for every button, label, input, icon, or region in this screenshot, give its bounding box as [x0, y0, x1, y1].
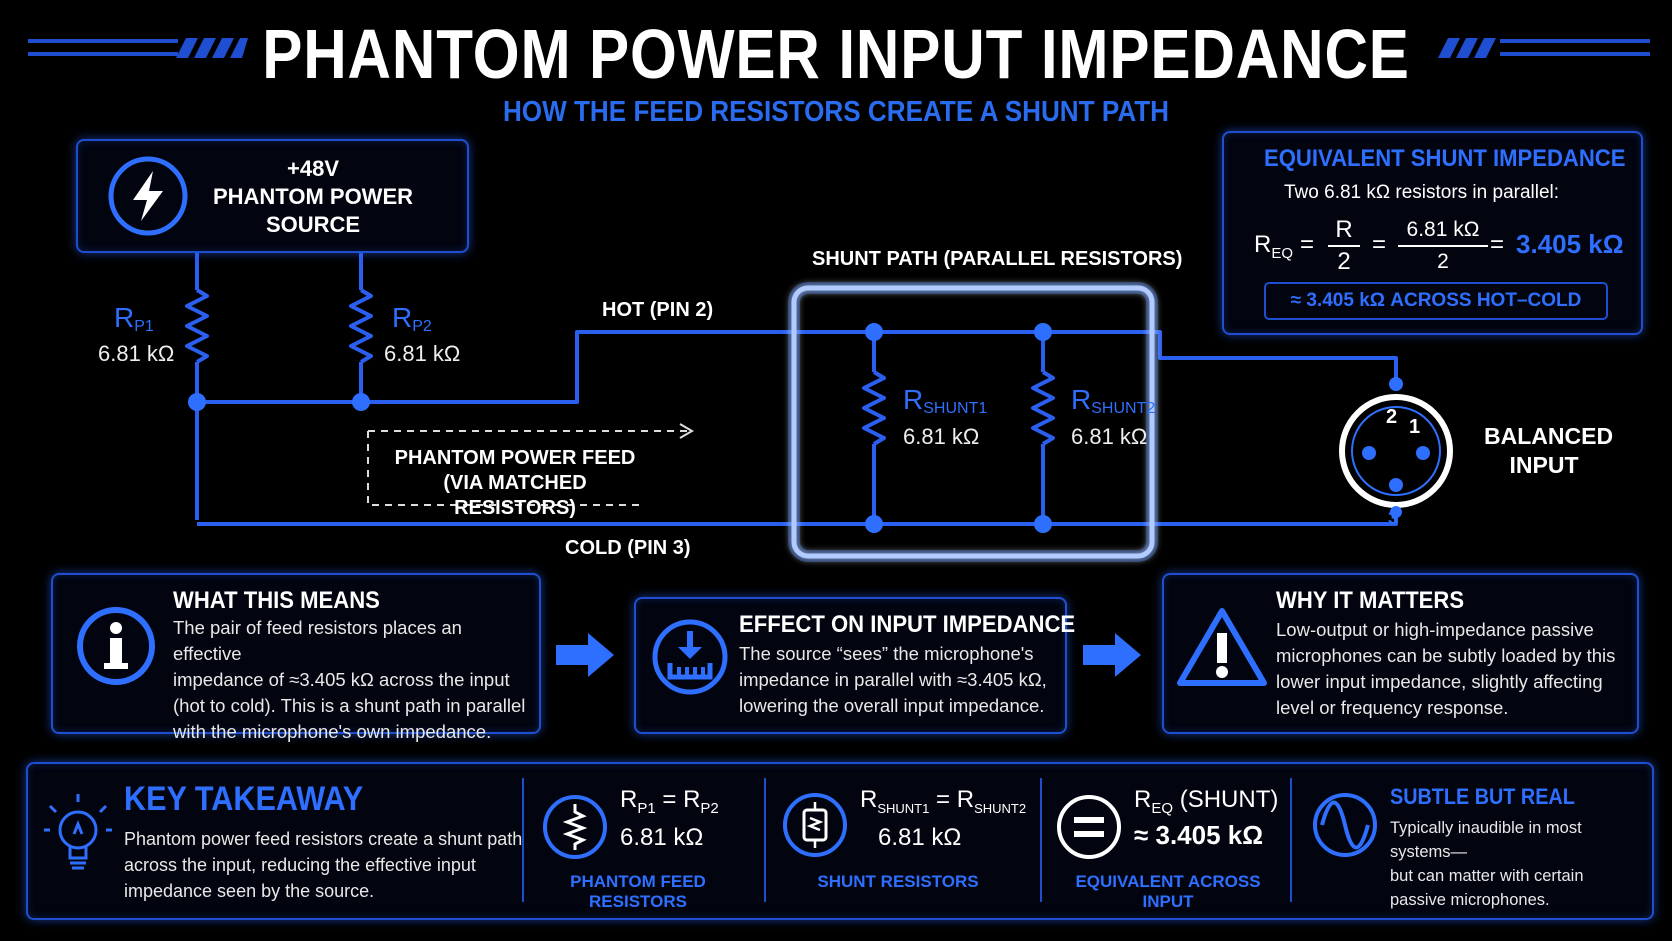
balanced-input-label: BALANCED INPUT: [1484, 423, 1614, 478]
card-means-title: WHAT THIS MEANS: [173, 587, 380, 614]
equiv-eq: REQ (SHUNT): [1134, 786, 1279, 817]
equivalent-badge: ≈ 3.405 kΩ ACROSS HOT–COLD: [1264, 282, 1608, 320]
card-matters-body: Low-output or high-impedance passive mic…: [1276, 619, 1616, 718]
lightbulb-icon: [44, 794, 112, 870]
divider: [1290, 778, 1292, 902]
sine-wave-icon: [1313, 793, 1377, 857]
resistor-rs1-zigzag: [862, 370, 886, 446]
xlr-connector-icon: [1339, 394, 1453, 508]
equals-2: =: [1372, 231, 1387, 258]
feed-caption: PHANTOM FEED RESISTORS: [570, 872, 706, 911]
info-icon: [77, 607, 155, 685]
shunt-path-label: SHUNT PATH (PARALLEL RESISTORS): [812, 248, 1183, 270]
card-what-this-means: WHAT THIS MEANS The pair of feed resisto…: [51, 573, 541, 742]
hot-label: HOT (PIN 2): [602, 299, 714, 321]
download-meter-icon: [652, 619, 728, 695]
equiv-value: ≈ 3.405 kΩ: [1134, 820, 1264, 850]
shunt-value: 6.81 kΩ: [878, 824, 962, 851]
rs2-value: 6.81 kΩ: [1071, 424, 1148, 449]
arrow-right-icon-2: [1083, 633, 1141, 677]
equals-1: =: [1300, 231, 1315, 258]
lightning-icon: [108, 156, 188, 236]
page-subtitle: HOW THE FEED RESISTORS CREATE A SHUNT PA…: [502, 96, 1170, 128]
page-title: PHANTOM POWER INPUT IMPEDANCE: [262, 15, 1410, 93]
card-why-it-matters: WHY IT MATTERS Low-output or high-impeda…: [1162, 573, 1639, 734]
equivalent-result: 3.405 kΩ: [1516, 229, 1624, 259]
resistor-rp2-zigzag: [349, 288, 373, 364]
divider: [764, 778, 766, 902]
node-rs1-top: [865, 323, 883, 341]
equals-icon: [1057, 795, 1121, 859]
card-effect-body: The source “sees” the microphone's imped…: [739, 643, 1047, 716]
rp1-value: 6.81 kΩ: [98, 341, 175, 366]
rs1-label: RSHUNT1: [903, 384, 988, 417]
equivalent-panel: EQUIVALENT SHUNT IMPEDANCE Two 6.81 kΩ r…: [1222, 131, 1643, 335]
card-effect: EFFECT ON INPUT IMPEDANCE The source “se…: [634, 597, 1075, 734]
fraction-value-over-2: 6.81 kΩ 2: [1398, 215, 1488, 277]
node-rs2-bottom: [1034, 515, 1052, 533]
node-rp1: [188, 393, 206, 411]
equivalent-desc: Two 6.81 kΩ resistors in parallel:: [1284, 182, 1560, 203]
warning-icon: [1177, 608, 1267, 686]
equiv-caption: EQUIVALENT ACROSS INPUT: [1075, 872, 1261, 911]
node-rs2-top: [1034, 323, 1052, 341]
node-rp2: [352, 393, 370, 411]
resistor-rs2-zigzag: [1031, 370, 1055, 446]
subtle-title: SUBTLE BUT REAL: [1390, 784, 1575, 809]
takeaway-title: KEY TAKEAWAY: [124, 780, 364, 818]
rp2-value: 6.81 kΩ: [384, 341, 461, 366]
takeaway-body: Phantom power feed resistors create a sh…: [124, 829, 523, 901]
resistor-icon: [543, 795, 607, 859]
feed-dashed-box: [367, 430, 690, 506]
pin1-label: 1: [1409, 416, 1421, 438]
rs1-value: 6.81 kΩ: [903, 424, 980, 449]
wire-hot: [197, 330, 1398, 404]
rs2-label: RSHUNT2: [1071, 384, 1156, 417]
takeaway-panel: KEY TAKEAWAY Phantom power feed resistor…: [26, 762, 1654, 920]
rp2-label: RP2: [392, 302, 432, 335]
pin2-label: 2: [1386, 406, 1398, 428]
shunt-eq: RSHUNT1 = RSHUNT2: [860, 786, 1027, 816]
shunt-caption: SHUNT RESISTORS: [817, 872, 979, 891]
equivalent-title: EQUIVALENT SHUNT IMPEDANCE: [1264, 145, 1626, 172]
divider: [1040, 778, 1042, 902]
fraction-r-over-2: R 2: [1328, 215, 1360, 277]
feed-value: 6.81 kΩ: [620, 824, 704, 851]
component-icon: [783, 793, 847, 857]
title-stripes-right: [1438, 38, 1650, 58]
subtle-body: Typically inaudible in most systems— but…: [1390, 819, 1584, 909]
card-means-body: The pair of feed resistors places an eff…: [173, 617, 526, 742]
resistor-rp1-zigzag: [185, 288, 209, 364]
phantom-source-box: +48V PHANTOM POWER SOURCE: [76, 139, 469, 253]
title-stripes-left: [28, 38, 248, 58]
equals-3: =: [1490, 231, 1505, 258]
card-effect-title: EFFECT ON INPUT IMPEDANCE: [739, 611, 1076, 638]
source-label: +48V PHANTOM POWER SOURCE: [212, 156, 414, 237]
rp1-label: RP1: [114, 302, 154, 335]
req-symbol: REQ: [1254, 231, 1294, 262]
divider: [522, 778, 524, 902]
arrow-right-icon: [556, 633, 614, 677]
card-matters-title: WHY IT MATTERS: [1276, 587, 1465, 614]
feed-arrow-icon: [679, 423, 694, 439]
pin3-label: 3: [1388, 508, 1399, 528]
shunt-path-box: [791, 285, 1155, 559]
feed-eq: RP1 = RP2: [620, 786, 719, 817]
cold-label: COLD (PIN 3): [565, 537, 691, 559]
feed-label: PHANTOM POWER FEED (VIA MATCHED RESISTOR…: [394, 447, 636, 519]
node-rs1-bottom: [865, 515, 883, 533]
